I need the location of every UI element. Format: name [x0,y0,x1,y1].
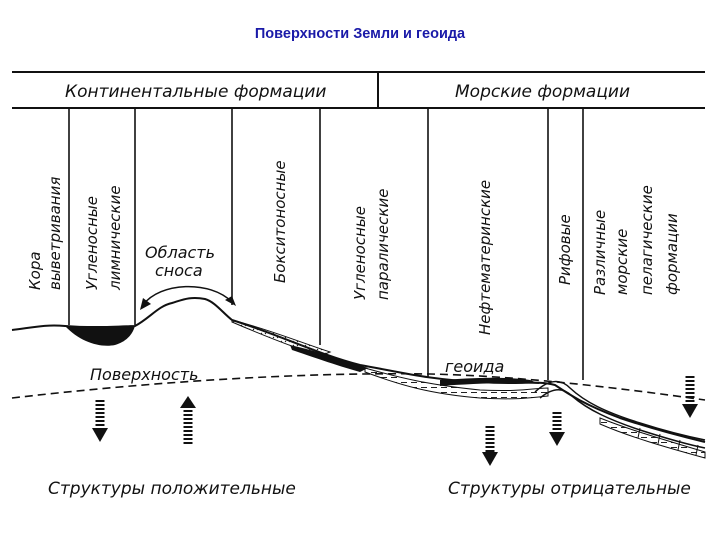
col-pelagic-line2: морские [613,229,631,295]
header-frame [12,71,705,109]
arrow-down-middle [482,426,498,466]
structures-negative: Структуры отрицательные [448,479,691,499]
marine-dark-layer [440,377,540,386]
col-pelagic-line4: формации [663,213,681,295]
column-coal-limnic: Угленосные лимнические [83,185,124,291]
paralic-coal-wedge [290,345,368,372]
pelagic-brick-ticks [637,427,699,456]
col-pelagic-line1: Различные [591,210,609,295]
marine-layer-1 [364,367,549,400]
reef-layer-2 [539,389,706,449]
arrow-down-reef [549,412,565,446]
geoid-word: геоида [445,357,504,376]
column-kora: Кора выветривания [26,177,64,290]
col-coal-limnic-line2: лимнические [106,185,124,291]
limnic-coal-basin [65,326,135,346]
col-coal-paralic-line1: Угленосные [351,206,369,300]
col-kora-line2: выветривания [46,177,64,290]
header-continental: Континентальные формации [65,82,326,102]
col-coal-limnic-line1: Угленосные [83,196,101,290]
col-coal-paralic-line2: паралические [374,189,392,300]
column-separators [68,108,584,380]
source-area-arrowhead-right [225,296,236,306]
source-area-arrowhead-left [140,298,151,310]
structures-positive: Структуры положительные [48,479,296,499]
surface-word: Поверхность [90,365,199,384]
slide-title: Поверхности Земли и геоида [254,26,466,42]
column-pelagic: Различные морские пелагические формации [591,185,681,295]
header-marine: Морские формации [455,82,630,102]
col-pelagic-line3: пелагические [638,185,656,295]
col-bauxite: Бокситоносные [271,160,289,283]
geoid-surface-line [11,372,706,401]
column-coal-paralic: Угленосные паралические [351,189,392,300]
arrow-down-right [682,376,698,418]
arrow-up-left [180,396,196,446]
arrow-down-left [92,400,108,442]
bauxite-sediment [231,319,332,357]
col-kora-line1: Кора [26,251,44,290]
source-area-arrow [142,285,233,306]
source-area-line1: Область [145,243,215,262]
col-oil-source: Нефтематеринские [476,180,494,335]
source-area-line2: сноса [155,261,203,280]
col-reef: Рифовые [556,214,574,285]
reef-layer-1 [534,380,706,441]
